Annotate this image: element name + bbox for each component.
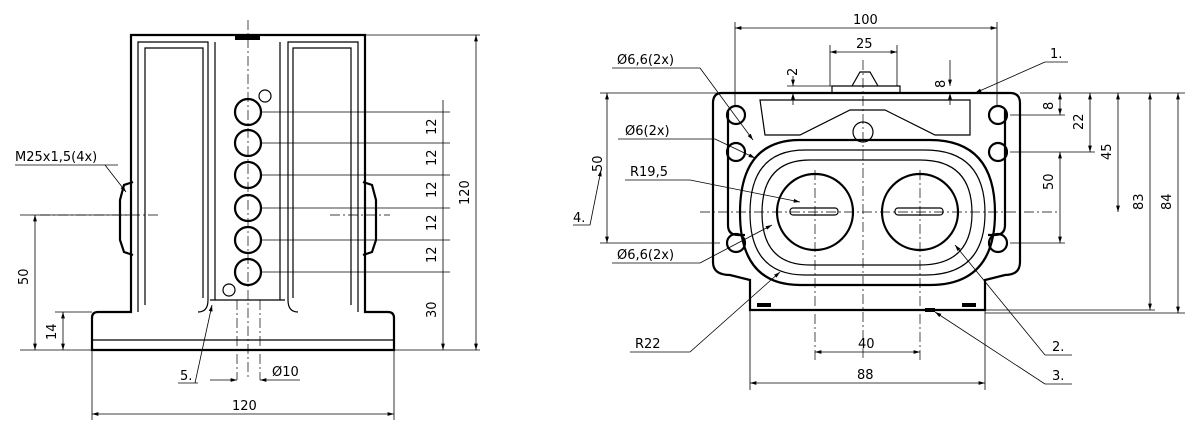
hole-top-label: Ø6,6(2x)	[617, 53, 674, 68]
callout-2: 2.	[1052, 340, 1064, 355]
radius-19-5: R19,5	[630, 165, 668, 180]
mounting-holes	[725, 104, 1009, 254]
dim-width: 120	[232, 399, 257, 414]
svg-text:12: 12	[425, 181, 440, 198]
dim-100: 100	[853, 13, 878, 28]
dim-25: 25	[856, 37, 873, 52]
callout-4: 4.	[573, 211, 585, 226]
front-view: 50 14 M25x1,5(4x) 12 12 12 12 12 30 120 …	[15, 20, 480, 420]
housing-outline	[90, 33, 396, 352]
dim-83: 83	[1132, 193, 1147, 210]
radius-22: R22	[635, 337, 661, 352]
dim-45: 45	[1100, 143, 1115, 160]
gland-left	[118, 180, 134, 257]
svg-text:30: 30	[425, 301, 440, 318]
dim-8-top: 8	[934, 80, 949, 88]
svg-text:12: 12	[425, 214, 440, 231]
hole-bottom-label: Ø6,6(2x)	[617, 248, 674, 263]
dim-2: 2	[786, 68, 801, 76]
seal-outer	[738, 138, 997, 287]
gland-right	[362, 180, 378, 257]
cable-entry-holes	[222, 89, 272, 297]
top-view: 100 25 2 8 1. Ø6,6(2x) Ø6(2x) R19,5 Ø6,6…	[573, 13, 1185, 390]
dim-8-right: 8	[1042, 102, 1057, 110]
dim-50: 50	[17, 268, 32, 285]
dim-hole: Ø10	[272, 365, 299, 380]
callout-3: 3.	[1052, 369, 1064, 384]
dim-left-50: 50	[591, 155, 606, 172]
svg-text:12: 12	[425, 118, 440, 135]
dim-22: 22	[1072, 113, 1087, 130]
hole-mid-label: Ø6(2x)	[625, 124, 670, 139]
housing-outline	[711, 91, 1022, 312]
callout-5: 5.	[180, 369, 192, 384]
top-mark	[235, 35, 260, 40]
pitch-dims: 12 12 12 12 12 30	[262, 34, 480, 351]
dim-40: 40	[858, 337, 875, 352]
dim-total-height: 120	[458, 180, 473, 205]
dim-50-right: 50	[1042, 173, 1057, 190]
slot-right	[988, 110, 1007, 237]
dim-84: 84	[1160, 193, 1175, 210]
dim-88: 88	[857, 368, 874, 383]
callout-1: 1.	[1050, 47, 1062, 62]
dim-14: 14	[45, 323, 60, 340]
slot-left	[726, 110, 745, 237]
svg-text:12: 12	[425, 149, 440, 166]
thread-label: M25x1,5(4x)	[15, 150, 97, 165]
svg-text:12: 12	[425, 246, 440, 263]
